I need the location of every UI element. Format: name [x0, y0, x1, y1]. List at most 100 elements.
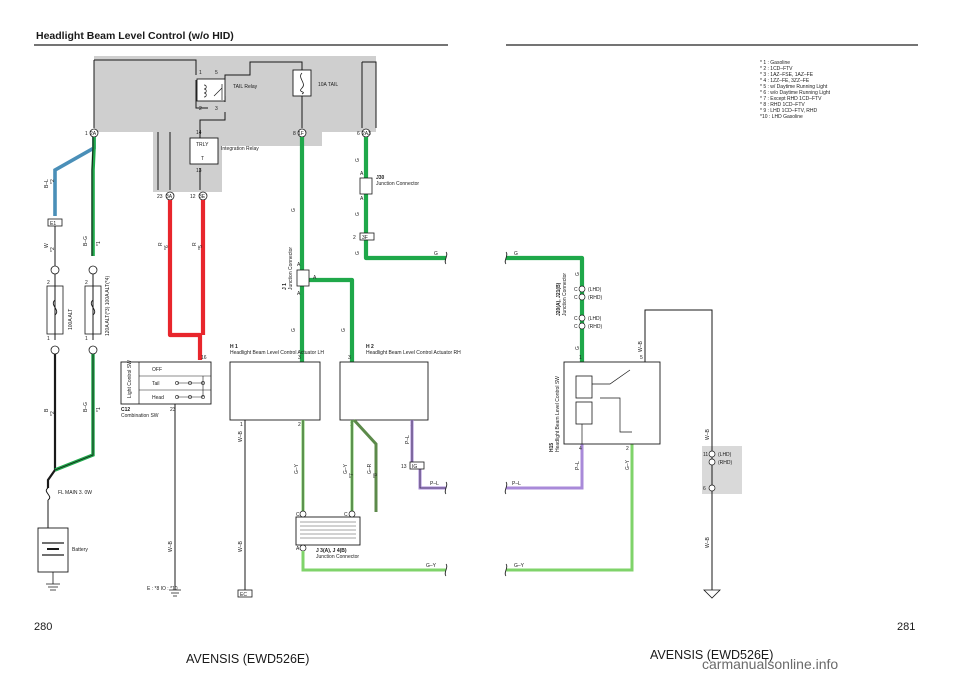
note-item: * 8 : RHD 1CD–FTV: [760, 102, 805, 108]
pin-label: 3: [298, 355, 301, 361]
note-tag: *1: [96, 241, 102, 246]
connector-c: [348, 510, 356, 518]
note-tag: *7: [349, 473, 355, 478]
switch-contact-lines: [177, 376, 204, 398]
connector-code: A: [297, 262, 301, 268]
ground-ref-e: E : *8 IO : *10: [147, 586, 178, 592]
red-wiring: [167, 200, 206, 360]
note-tag: *2: [50, 411, 56, 416]
pin-label: 1: [85, 336, 88, 342]
wire-label-gy: G–Y: [343, 463, 349, 474]
switch-resistor-icon: [575, 375, 593, 399]
pin-label: 16: [201, 355, 207, 361]
ground-ec: [237, 589, 253, 598]
wire-label-gy: G–Y: [514, 563, 525, 569]
tail-fuse: [292, 69, 312, 97]
wire-label-wb: W–B: [638, 341, 644, 353]
footer-left: AVENSIS (EWD526E): [186, 652, 309, 666]
pin-label: 6: [703, 486, 706, 492]
h2-code: H 2: [366, 344, 374, 350]
wire-label-w: W: [44, 243, 50, 248]
b-g-stripe-bottom: [54, 354, 94, 471]
wire-label-pl: P–L: [575, 461, 581, 470]
connector-code: C: [574, 295, 578, 301]
h1-name: Headlight Beam Level Control Actuator LH: [230, 350, 324, 356]
wire-label-g: G: [434, 251, 438, 257]
j30-name: Junction Connector: [376, 181, 419, 187]
connector-code: C: [574, 324, 578, 330]
j3-name: Junction Connector: [316, 554, 359, 560]
connector-code: C: [574, 287, 578, 293]
wire-label-r2: R: [192, 242, 198, 246]
pin-label: 6: [357, 131, 360, 137]
connector-3d: [708, 458, 716, 466]
note-item: *10 : LHD Gasoline: [760, 114, 803, 120]
connector-a: [299, 544, 307, 552]
note-tag: *8: [373, 473, 379, 478]
g-r-wire: [352, 418, 378, 512]
pin-label: 2: [47, 280, 50, 286]
tail-fuse-label: 10A TAIL: [318, 82, 338, 88]
pin-label: 4: [579, 446, 582, 452]
wire-label-bg: B–G: [83, 236, 89, 246]
wire-break-marks: [444, 251, 508, 577]
integration-relay: [189, 137, 219, 165]
j20-code: J20(A), J21(B): [556, 282, 562, 316]
note-item: * 6 : w/o Daytime Running Light: [760, 90, 831, 96]
connector-code: C: [574, 316, 578, 322]
sw-position-tail: Tail: [152, 381, 160, 387]
wire-label-wb: W–B: [705, 537, 711, 549]
j1-name: Junction Connector: [288, 247, 294, 290]
tail-relay-label: TAIL Relay: [233, 84, 258, 90]
connector-ah: [50, 265, 60, 275]
pin-label: 1: [579, 355, 582, 361]
g-y-wire-bottom: [301, 551, 446, 572]
c12-name: Combination SW: [121, 413, 159, 419]
wire-label-pl: P–L: [512, 481, 521, 487]
junction-hatch: [300, 521, 356, 539]
pin-label: 1: [85, 131, 88, 137]
pin-label: 3: [215, 106, 218, 112]
tail-relay: [196, 78, 226, 102]
pin-label: 13: [401, 464, 407, 470]
wire-label-g: G: [291, 208, 297, 212]
junction-j1: [296, 269, 310, 287]
p-l-stripe: [411, 420, 446, 489]
h2-name: Headlight Beam Level Control Actuator RH: [366, 350, 461, 356]
wire-label-bg2: B–G: [83, 402, 89, 412]
note-item: * 3 : 1AZ–FSE, 1AZ–FE: [760, 72, 814, 78]
watermark: carmanualsonline.info: [702, 656, 838, 672]
wire-label-g: G: [575, 272, 581, 276]
connector-code: EC: [240, 592, 247, 598]
page-number-right: 281: [897, 621, 915, 633]
junction-j30: [359, 177, 373, 195]
pin-label: 1: [240, 422, 243, 428]
b-g-wire-top: [91, 137, 96, 256]
connector-code: A: [360, 196, 364, 202]
page-number-left: 280: [34, 621, 52, 633]
j30-code: J30: [376, 175, 385, 181]
pin-label: 2: [298, 422, 301, 428]
pin-label: 5: [215, 70, 218, 76]
h15-code: H15: [549, 443, 555, 452]
note-tag: *2: [50, 247, 56, 252]
light-control-sw-label: Light Control SW: [127, 360, 133, 398]
wire-label-gy: G–Y: [426, 563, 437, 569]
note-item: * 7 : Except RHD 1CD–FTV: [760, 96, 822, 102]
connector-ei: [50, 345, 60, 355]
p-l-wire: [410, 420, 446, 490]
wire-label-pl: P–L: [405, 435, 411, 444]
wire-label-wb: W–B: [168, 541, 174, 553]
wire-label-wb: W–B: [238, 541, 244, 553]
wire-label-gr: G–R: [367, 463, 373, 474]
note-item: * 9 : LHD 1CD–FTV, RHD: [760, 108, 817, 114]
tag-lhd: (LHD): [588, 316, 602, 322]
sw-position-off: OFF: [152, 367, 162, 373]
connector-code: C: [344, 512, 348, 518]
blue-wire: [53, 137, 96, 216]
battery-label: Battery: [72, 547, 88, 553]
wire-label-wb: W–B: [705, 429, 711, 441]
switch-resistor-icon: [575, 401, 593, 425]
j1-code: J 1: [282, 283, 288, 290]
alt-fuse-alt-label: 120A ALT(*3) 100A ALT(*4): [105, 276, 111, 336]
